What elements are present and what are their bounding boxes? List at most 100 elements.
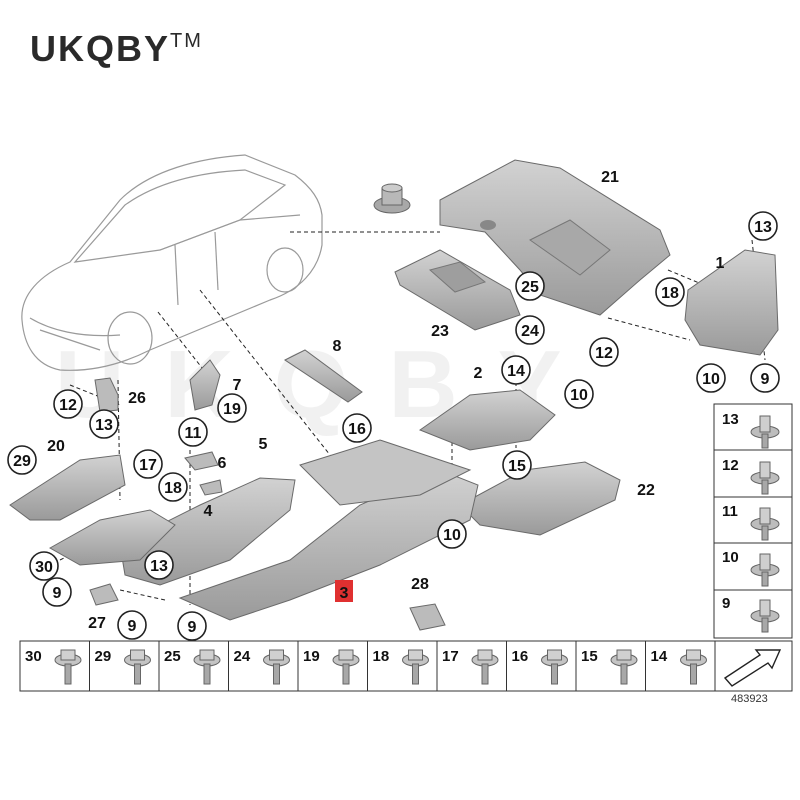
- callout-label: 23: [431, 323, 449, 340]
- legend-label: 15: [581, 648, 598, 665]
- part-21-rear-underbody-shield: [439, 159, 671, 316]
- legend-right-item-12: 12: [722, 457, 780, 495]
- legend-label: 19: [303, 648, 320, 665]
- callout-9: 9: [117, 610, 147, 640]
- callout-label: 5: [259, 436, 268, 453]
- callout-label: 25: [521, 279, 539, 296]
- legend-label: 13: [722, 411, 739, 428]
- legend-bottom-item-19: 19: [297, 641, 360, 691]
- brand-name: UKQBY: [30, 28, 171, 69]
- callout-label: 18: [661, 285, 679, 302]
- callout-21: 21: [601, 169, 619, 186]
- callout-10: 10: [437, 519, 467, 549]
- callout-label: 29: [13, 453, 31, 470]
- callout-7: 7: [233, 377, 242, 394]
- callout-16: 16: [342, 413, 372, 443]
- callout-label: 26: [128, 390, 146, 407]
- legend-right-item-11: 11: [722, 503, 780, 541]
- callout-12: 12: [53, 389, 83, 419]
- legend-label: 10: [722, 549, 739, 566]
- arrow-icon: [723, 649, 782, 687]
- callout-label: 1: [716, 255, 725, 272]
- callout-label: 10: [570, 387, 588, 404]
- part-23-bracket: [394, 249, 521, 331]
- callout-6: 6: [218, 455, 227, 472]
- callout-28: 28: [411, 576, 429, 593]
- legend-right-item-10: 10: [722, 549, 780, 587]
- callout-label: 15: [508, 458, 526, 475]
- legend-bottom-item-18: 18: [367, 641, 429, 691]
- part-1-wheel-arch-cover: [684, 249, 779, 356]
- callout-3: 3: [335, 580, 353, 602]
- callout-13: 13: [144, 550, 174, 580]
- callout-label: 10: [443, 527, 461, 544]
- callout-label: 18: [164, 480, 182, 497]
- part-8-duct: [284, 349, 363, 403]
- callout-27: 27: [88, 615, 106, 632]
- callout-label: 8: [333, 338, 342, 355]
- callout-label: 9: [188, 619, 197, 636]
- callout-25: 25: [515, 271, 545, 301]
- callout-label: 2: [474, 365, 483, 382]
- legend-bottom-item-17: 17: [436, 641, 499, 691]
- part-28-pad: [409, 603, 446, 631]
- legend-label: 24: [234, 648, 251, 665]
- callout-9: 9: [42, 577, 72, 607]
- callout-label: 9: [761, 371, 770, 388]
- part-grommet: [373, 183, 411, 214]
- legend-label: 12: [722, 457, 739, 474]
- callout-label: 4: [204, 503, 213, 520]
- callout-label: 13: [754, 219, 772, 236]
- callout-17: 17: [133, 449, 163, 479]
- callout-label: 27: [88, 615, 106, 632]
- callout-label: 12: [595, 345, 613, 362]
- callout-15: 15: [502, 450, 532, 480]
- legend-bottom-item-14: 14: [645, 641, 707, 691]
- callout-30: 30: [29, 551, 59, 581]
- legend-label: 14: [651, 648, 668, 665]
- callout-22: 22: [637, 482, 655, 499]
- part-26-bracket: [94, 377, 119, 413]
- brand-logo: UKQBYTM: [30, 28, 203, 70]
- legend-bottom-item-30: 30: [25, 648, 82, 685]
- callout-label: 24: [521, 323, 539, 340]
- part-27-clip: [89, 583, 119, 606]
- callout-label: 21: [601, 169, 619, 186]
- callout-label: 10: [702, 371, 720, 388]
- legend-label: 29: [95, 648, 112, 665]
- callout-1: 1: [716, 255, 725, 272]
- callout-10: 10: [564, 379, 594, 409]
- callout-label: 6: [218, 455, 227, 472]
- callout-29: 29: [7, 445, 37, 475]
- legend-label: 17: [442, 648, 459, 665]
- callout-label: 12: [59, 397, 77, 414]
- legend-bottom-item-25: 25: [158, 641, 221, 691]
- callout-label: 3: [340, 585, 349, 602]
- callout-label: 30: [35, 559, 53, 576]
- callout-24: 24: [515, 315, 545, 345]
- legend-label: 9: [722, 595, 730, 612]
- callout-label: 7: [233, 377, 242, 394]
- callout-23: 23: [431, 323, 449, 340]
- legend-right-items: 13 12 11 10 9: [722, 411, 780, 633]
- callout-label: 19: [223, 401, 241, 418]
- callout-10: 10: [696, 363, 726, 393]
- callout-label: 22: [637, 482, 655, 499]
- callouts: 21 13 1 18 25 23 24 12 10 9 8 7 19 26 12 13 2 14 10 16 11 6 5 2…: [7, 169, 780, 641]
- part-6-bracket: [184, 451, 223, 496]
- legend-right-item-13: 13: [722, 411, 780, 449]
- callout-label: 13: [150, 558, 168, 575]
- callout-label: 17: [139, 457, 157, 474]
- callout-2: 2: [474, 365, 483, 382]
- callout-14: 14: [501, 355, 531, 385]
- callout-12: 12: [589, 337, 619, 367]
- callout-label: 20: [47, 438, 65, 455]
- legend-label: 11: [722, 503, 738, 520]
- callout-26: 26: [128, 390, 146, 407]
- part-30-front-panel: [48, 509, 176, 566]
- document-number: 483923: [731, 693, 768, 705]
- car-outline: [21, 154, 323, 371]
- callout-13: 13: [89, 409, 119, 439]
